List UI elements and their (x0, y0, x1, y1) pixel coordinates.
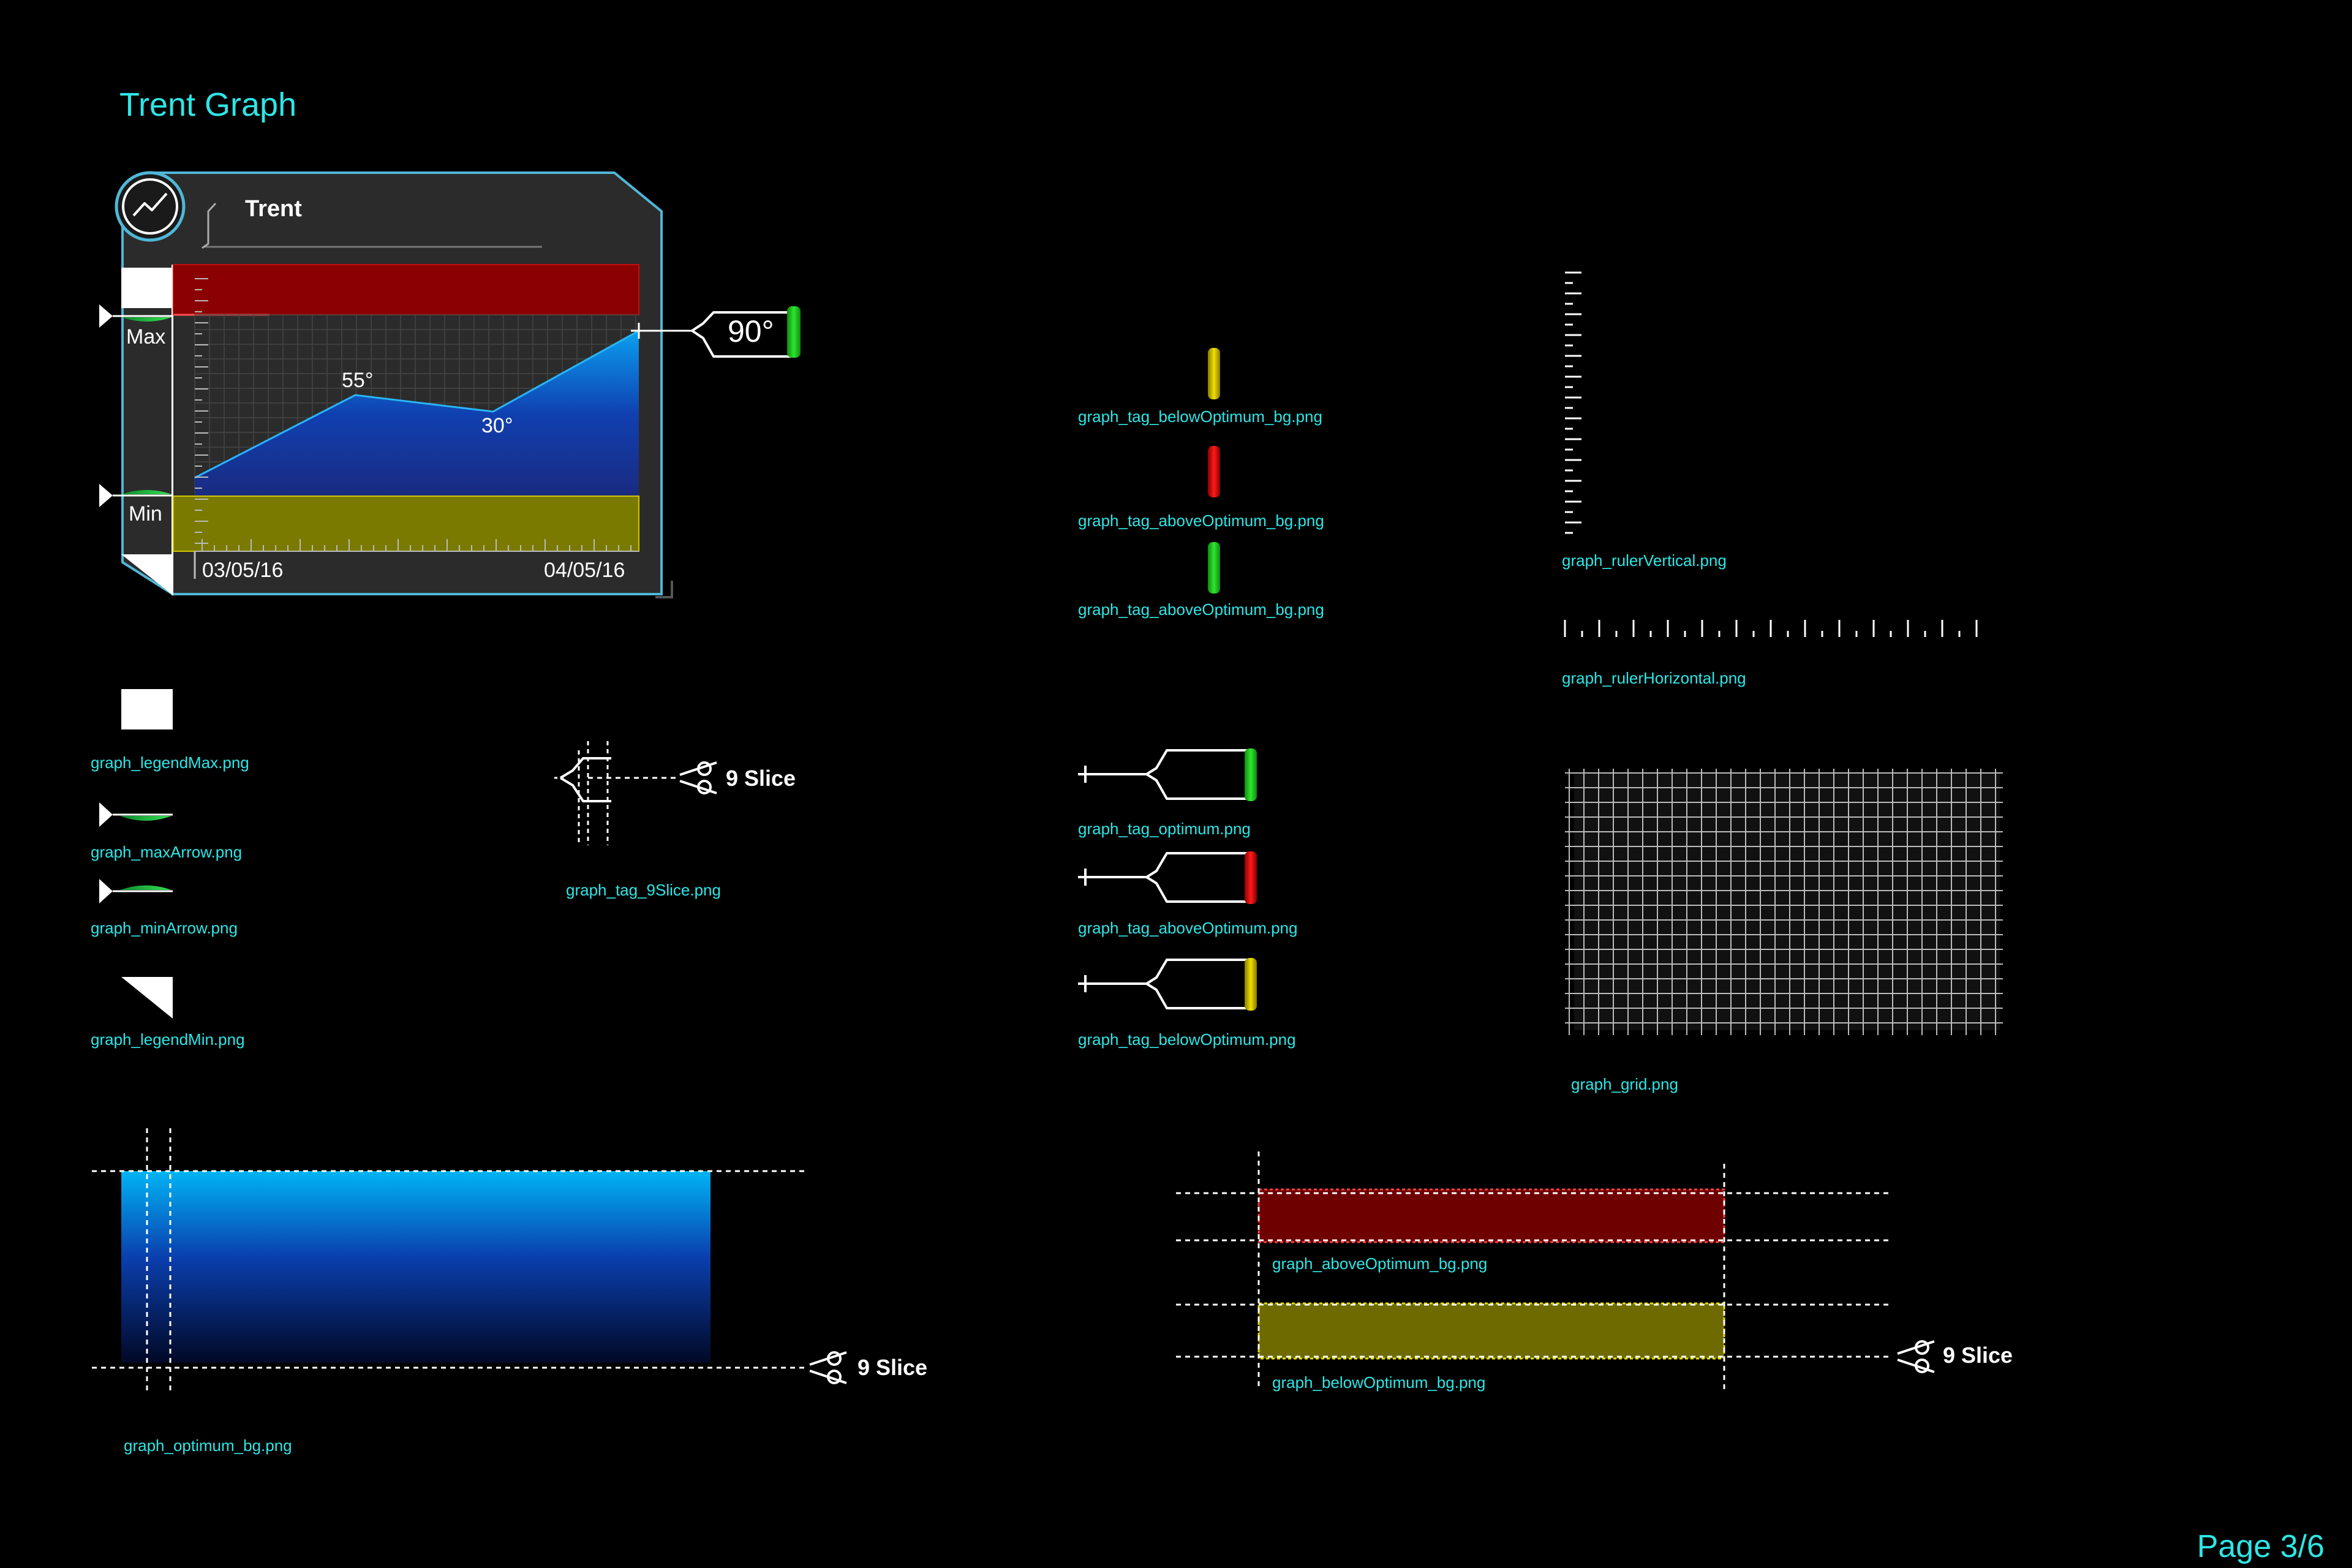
asset-label: graph_tag_aboveOptimum_bg.png (1078, 600, 1324, 619)
point-label: 30° (481, 414, 513, 437)
asset-label: graph_tag_aboveOptimum.png (1078, 919, 1298, 937)
min-arrow-asset-icon (99, 879, 173, 903)
trend-line-icon (115, 171, 186, 242)
slice-label: 9 Slice (858, 1355, 928, 1380)
above-optimum-band (173, 264, 639, 315)
grid-backdrop (1574, 773, 2000, 1030)
asset-label: graph_minArrow.png (91, 919, 238, 937)
legend-min-corner (121, 554, 172, 594)
asset-label: graph_rulerVertical.png (1562, 551, 1727, 570)
asset-label: graph_grid.png (1571, 1075, 1678, 1093)
asset-label: graph_belowOptimum_bg.png (1272, 1373, 1486, 1392)
grid-icon (1565, 769, 2003, 1035)
asset-label: graph_tag_belowOptimum.png (1078, 1030, 1296, 1049)
asset-label: graph_aboveOptimum_bg.png (1272, 1254, 1488, 1273)
legend-min-icon (121, 977, 173, 1019)
x-start-label: 03/05/16 (202, 559, 284, 582)
tag-below-icon (1078, 958, 1257, 1011)
optimum-area (195, 331, 639, 497)
trend-line (194, 330, 639, 479)
page-title: Trent Graph (119, 86, 297, 123)
tag-below-bg-swatch (1208, 348, 1220, 399)
asset-label: graph_optimum_bg.png (124, 1436, 292, 1455)
ruler-horizontal-icon (1564, 620, 1978, 637)
legend-max-icon (121, 689, 173, 729)
max-arrow-icon (99, 304, 173, 328)
asset-label: graph_rulerHorizontal.png (1562, 669, 1746, 687)
max-arrow-asset-icon (99, 802, 173, 827)
tag-above-icon (1078, 851, 1257, 904)
asset-label: graph_tag_9Slice.png (566, 881, 721, 899)
tag-above-bg-green-swatch (1208, 542, 1220, 594)
widget-ruler-horizontal (202, 539, 631, 551)
tag-above-bg-swatch (1208, 446, 1220, 497)
scissors-icon (1897, 1340, 1935, 1373)
below-optimum-swatch (1257, 1302, 1725, 1360)
asset-label: graph_tag_belowOptimum_bg.png (1078, 407, 1322, 426)
asset-label: graph_tag_aboveOptimum_bg.png (1078, 511, 1324, 530)
point-label: 55° (342, 369, 374, 392)
slice-label: 9 Slice (1943, 1343, 2013, 1368)
page-number: Page 3/6 (2196, 1529, 2324, 1564)
max-label: Max (126, 325, 166, 349)
asset-label: graph_tag_optimum.png (1078, 820, 1251, 838)
value-tag (631, 306, 801, 358)
slice-label: 9 Slice (726, 766, 796, 791)
above-optimum-swatch (1257, 1188, 1725, 1243)
optimum-bg-swatch (121, 1171, 710, 1363)
tag-value: 90° (728, 314, 774, 349)
bands-slice-guides (1176, 1152, 1893, 1390)
widget-ruler-vertical (195, 278, 208, 544)
optimum-slice-guides (92, 1128, 809, 1393)
asset-label: graph_legendMin.png (91, 1030, 245, 1049)
scissors-icon (679, 761, 717, 794)
tag-9slice-diagram (554, 741, 680, 845)
ruler-vertical-icon (1565, 271, 1581, 534)
min-arrow-icon (99, 484, 173, 507)
min-label: Min (129, 502, 162, 526)
tag-optimum-icon (1078, 748, 1257, 801)
asset-label: graph_maxArrow.png (91, 843, 243, 861)
legend-max-box (121, 268, 172, 308)
x-end-label: 04/05/16 (544, 559, 625, 582)
widget-title: Trent (245, 196, 302, 222)
scissors-icon (809, 1351, 847, 1384)
asset-label: graph_legendMax.png (91, 753, 249, 772)
